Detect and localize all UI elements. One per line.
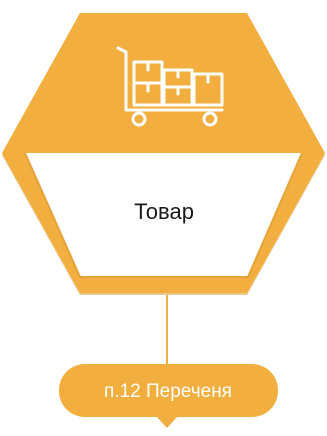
card-title: Товар [134, 199, 194, 224]
badge-pointer [156, 416, 178, 428]
badge-pill [59, 364, 278, 417]
hand-truck-boxes-icon [116, 46, 224, 127]
label-panel-edge [24, 152, 303, 278]
label-panel [25, 153, 302, 277]
badge-label: п.12 Переченя [104, 381, 232, 402]
hexagon-card [2, 13, 325, 295]
badge: п.12 Переченя [59, 364, 278, 428]
